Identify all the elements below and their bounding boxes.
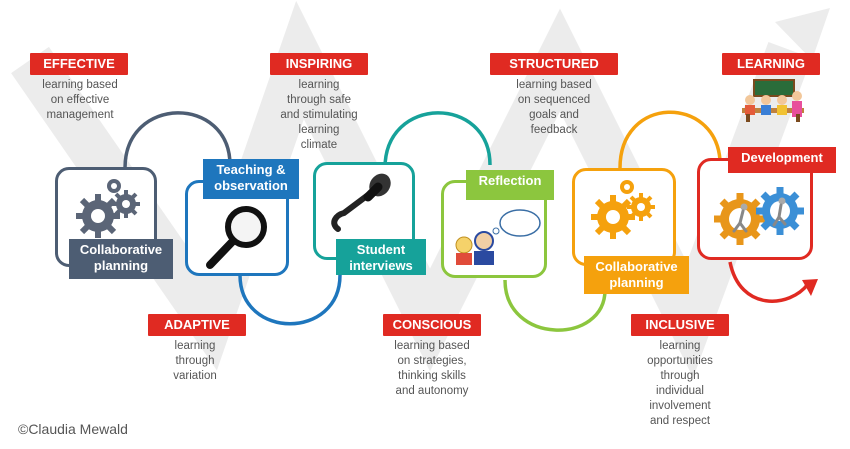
desc-adaptive: learning through variation bbox=[173, 340, 217, 382]
connector-6 bbox=[728, 261, 810, 303]
tag-inclusive: INCLUSIVE bbox=[631, 314, 729, 336]
stage-label-4: Reflection bbox=[466, 170, 554, 200]
figure-in-gears-icon bbox=[714, 187, 804, 245]
process-connectors bbox=[123, 110, 818, 332]
connector-2 bbox=[238, 274, 342, 326]
connector-5 bbox=[618, 110, 722, 169]
tag-inspiring: INSPIRING bbox=[270, 53, 368, 75]
tag-adaptive: ADAPTIVE bbox=[148, 314, 246, 336]
connector-1 bbox=[123, 111, 232, 169]
connector-3 bbox=[383, 111, 492, 169]
stage-label-3: Student interviews bbox=[336, 239, 426, 275]
desc-structured: learning based on sequenced goals and fe… bbox=[516, 79, 592, 136]
stage-box-development bbox=[697, 158, 813, 260]
desc-conscious: learning based on strategies, thinking s… bbox=[394, 340, 470, 397]
tag-conscious: CONSCIOUS bbox=[383, 314, 481, 336]
stage-label-5: Collaborative planning bbox=[584, 256, 689, 294]
stage-label-6: Development bbox=[728, 147, 836, 173]
copyright-credit: ©Claudia Mewald bbox=[18, 421, 128, 437]
end-arrowhead bbox=[802, 279, 818, 296]
microphone-icon bbox=[331, 173, 391, 232]
gears-icon bbox=[76, 179, 140, 238]
stage-box-collaborative-planning-2 bbox=[572, 168, 676, 266]
tag-structured: STRUCTURED bbox=[490, 53, 618, 75]
thinking-people-icon bbox=[455, 209, 541, 265]
tag-learning: LEARNING bbox=[722, 53, 820, 75]
connector-4 bbox=[503, 279, 607, 332]
stage-label-2: Teaching & observation bbox=[203, 159, 299, 199]
desc-effective: learning based on effective management bbox=[42, 79, 118, 121]
stage-label-1: Collaborative planning bbox=[69, 239, 173, 279]
classroom-children-icon bbox=[742, 79, 804, 122]
desc-inspiring: learning through safe and stimulating le… bbox=[280, 79, 358, 151]
magnifier-icon bbox=[206, 206, 267, 269]
desc-inclusive: learning opportunities through individua… bbox=[647, 340, 713, 427]
gears-icon bbox=[591, 180, 655, 239]
tag-effective: EFFECTIVE bbox=[30, 53, 128, 75]
